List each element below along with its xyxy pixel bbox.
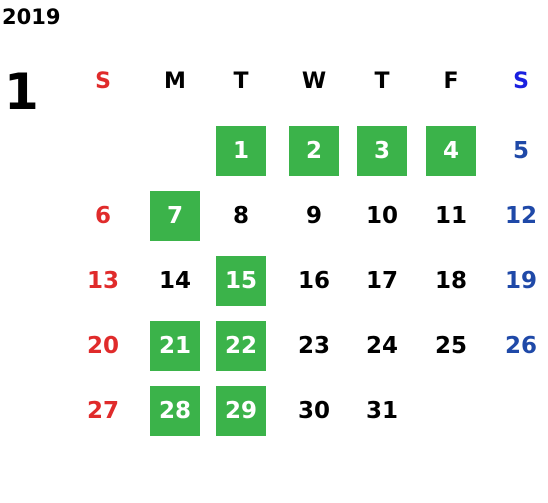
weekday-header-thu: T — [374, 68, 390, 94]
year-label: 2019 — [2, 5, 61, 29]
day-cell-9[interactable]: 9 — [305, 203, 322, 229]
day-cell-8[interactable]: 8 — [232, 203, 249, 229]
day-cell-5[interactable]: 5 — [512, 138, 529, 164]
day-cell-13[interactable]: 13 — [86, 268, 119, 294]
day-cell-1[interactable]: 1 — [216, 126, 266, 176]
day-cell-7[interactable]: 7 — [150, 191, 200, 241]
day-cell-29[interactable]: 29 — [216, 386, 266, 436]
day-cell-17[interactable]: 17 — [365, 268, 398, 294]
weekday-header-mon: M — [164, 68, 186, 94]
day-cell-23[interactable]: 23 — [297, 333, 330, 359]
day-cell-2[interactable]: 2 — [289, 126, 339, 176]
day-cell-27[interactable]: 27 — [86, 398, 119, 424]
day-cell-26[interactable]: 26 — [504, 333, 537, 359]
day-cell-10[interactable]: 10 — [365, 203, 398, 229]
day-cell-11[interactable]: 11 — [434, 203, 467, 229]
day-cell-15[interactable]: 15 — [216, 256, 266, 306]
day-cell-18[interactable]: 18 — [434, 268, 467, 294]
weekday-header-sun: S — [95, 68, 111, 94]
day-cell-24[interactable]: 24 — [365, 333, 398, 359]
weekday-header-tue: T — [233, 68, 249, 94]
day-cell-16[interactable]: 16 — [297, 268, 330, 294]
weekday-header-fri: F — [443, 68, 459, 94]
day-cell-30[interactable]: 30 — [297, 398, 330, 424]
day-cell-21[interactable]: 21 — [150, 321, 200, 371]
day-cell-12[interactable]: 12 — [504, 203, 537, 229]
day-cell-6[interactable]: 6 — [94, 203, 111, 229]
day-cell-31[interactable]: 31 — [365, 398, 398, 424]
weekday-header-wed: W — [301, 68, 327, 94]
weekday-header-sat: S — [513, 68, 529, 94]
day-cell-22[interactable]: 22 — [216, 321, 266, 371]
day-cell-25[interactable]: 25 — [434, 333, 467, 359]
day-cell-14[interactable]: 14 — [158, 268, 191, 294]
day-cell-20[interactable]: 20 — [86, 333, 119, 359]
month-label: 1 — [4, 63, 39, 121]
day-cell-28[interactable]: 28 — [150, 386, 200, 436]
day-cell-4[interactable]: 4 — [426, 126, 476, 176]
day-cell-3[interactable]: 3 — [357, 126, 407, 176]
day-cell-19[interactable]: 19 — [504, 268, 537, 294]
